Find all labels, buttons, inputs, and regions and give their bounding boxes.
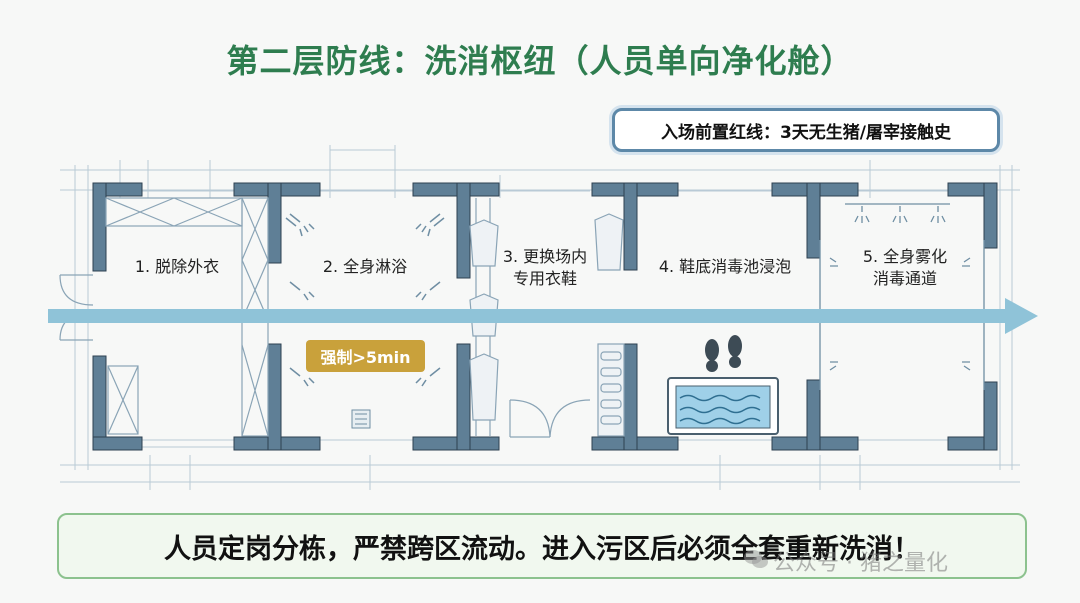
mist-nozzle-icon <box>819 203 985 390</box>
room-3-label: 3. 更换场内 专用衣鞋 <box>502 247 588 288</box>
shower-icon <box>285 213 445 387</box>
red-line-notice: 入场前置红线：3天无生猪/屠宰接触史 <box>612 108 1000 152</box>
flow-arrow <box>48 298 1038 334</box>
bottom-banner: 人员定岗分栋，严禁跨区流动。进入污区后必须全套重新洗消！ <box>57 513 1027 579</box>
wechat-icon <box>744 550 768 568</box>
shower-duration-badge: 强制>5min <box>306 340 425 372</box>
room-5-label: 5. 全身雾化 消毒通道 <box>862 247 948 288</box>
room-1-label: 1. 脱除外衣 <box>134 257 220 276</box>
room-2-label: 2. 全身淋浴 <box>322 257 408 276</box>
exit-door <box>509 399 591 438</box>
boot-rack-icon <box>597 343 625 437</box>
walls <box>92 182 998 451</box>
floor-drain-icon <box>351 409 371 429</box>
disinfection-pool-icon <box>667 377 779 435</box>
page-title: 第二层防线：洗消枢纽（人员单向净化舱） <box>226 42 854 80</box>
footprint-icon <box>705 335 742 372</box>
watermark: 公众号 · 猪之量化 <box>773 551 948 576</box>
room-4-label: 4. 鞋底消毒池浸泡 <box>658 257 792 276</box>
